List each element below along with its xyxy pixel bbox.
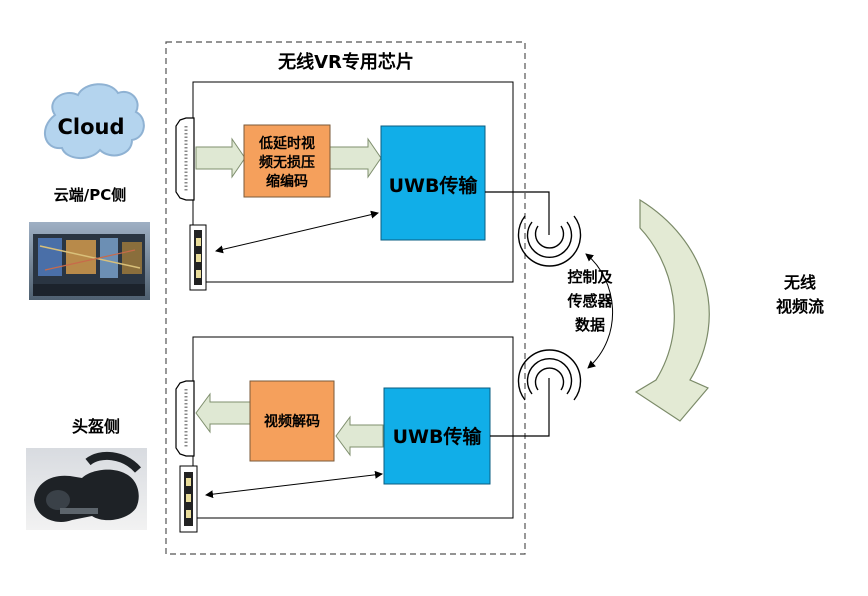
- cloud-icon: Cloud: [44, 83, 145, 159]
- antenna-icon: [517, 215, 582, 267]
- server-photo: [29, 222, 150, 300]
- cloud-label: Cloud: [57, 115, 124, 139]
- pc-side-label: 云端/PC侧: [54, 186, 126, 204]
- antenna-icon: [517, 349, 582, 401]
- headset-side-label: 头盔侧: [72, 417, 120, 436]
- antenna-feed-bottom: [490, 378, 550, 437]
- encoder-label-line2: 频无损压: [259, 154, 315, 171]
- flow-arrow-uwb-to-decoder: [335, 415, 384, 457]
- uwb-label-bottom: UWB传输: [393, 425, 483, 448]
- control-data-curve-arrow: [585, 253, 614, 369]
- uwb-box-bottom: [383, 387, 491, 485]
- control-arrow-bottom: [205, 470, 383, 499]
- control-arrow-top: [215, 210, 379, 254]
- flow-arrow-hdmi-to-encoder: [195, 137, 246, 179]
- antenna-feed-top: [485, 191, 550, 235]
- flow-arrow-encoder-to-uwb: [329, 137, 382, 179]
- chip-title: 无线VR专用芯片: [278, 51, 414, 73]
- encoder-box: [243, 124, 331, 198]
- wireless-stream-arrow: [634, 198, 710, 422]
- encoder-label-line1: 低延时视: [258, 135, 315, 152]
- hdmi-port-icon: [175, 117, 195, 201]
- uwb-label-top: UWB传输: [389, 174, 479, 197]
- usb-port-icon: [189, 224, 207, 291]
- wireless-stream-line2: 视频流: [776, 297, 824, 316]
- hdmi-port-icon: [175, 380, 195, 457]
- encoder-label-line3: 缩编码: [266, 173, 308, 190]
- decoder-label: 视频解码: [264, 413, 320, 430]
- wireless-stream-line1: 无线: [783, 273, 816, 292]
- usb-port-icon: [179, 465, 198, 533]
- chip-boundary: [165, 41, 526, 555]
- control-data-line2: 传感器: [566, 292, 613, 310]
- vr-headset-photo: [26, 448, 147, 530]
- decoder-box: [249, 380, 335, 462]
- control-data-line1: 控制及: [567, 268, 613, 286]
- flow-arrow-decoder-to-hdmi: [195, 392, 251, 434]
- uwb-box-top: [380, 125, 486, 241]
- control-data-line3: 数据: [575, 316, 605, 334]
